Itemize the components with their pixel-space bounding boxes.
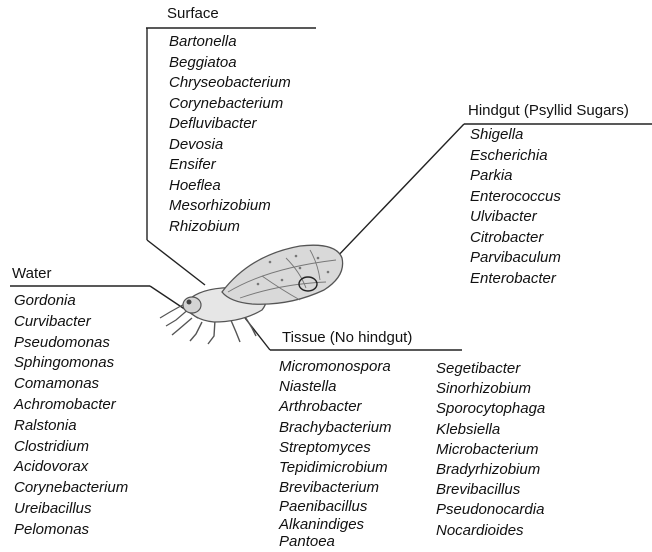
list-item: Parvibaculum — [470, 248, 561, 269]
list-item: Brevibacillus — [436, 480, 545, 500]
list-item: Citrobacter — [470, 228, 561, 249]
tissue-group: Tissue (No hindgut) Micromonospora Niast… — [282, 329, 412, 347]
list-item: Ralstonia — [14, 416, 128, 437]
list-item: Pantoea — [279, 533, 392, 551]
list-item: Micromonospora — [279, 357, 392, 377]
list-item: Achromobacter — [14, 395, 128, 416]
water-title: Water — [12, 265, 51, 283]
list-item: Corynebacterium — [14, 478, 128, 499]
list-item: Mesorhizobium — [169, 196, 291, 217]
list-item: Bartonella — [169, 32, 291, 53]
tissue-taxa-list-col1: Micromonospora Niastella Arthrobacter Br… — [279, 357, 392, 551]
list-item: Devosia — [169, 135, 291, 156]
list-item: Sinorhizobium — [436, 379, 545, 399]
list-item: Acidovorax — [14, 457, 128, 478]
list-item: Bradyrhizobium — [436, 460, 545, 480]
water-group: Water Gordonia Curvibacter Pseudomonas S… — [12, 265, 51, 283]
list-item: Ensifer — [169, 155, 291, 176]
hindgut-title: Hindgut (Psyllid Sugars) — [468, 102, 629, 120]
list-item: Sporocytophaga — [436, 399, 545, 419]
list-item: Pseudonocardia — [436, 500, 545, 520]
list-item: Arthrobacter — [279, 397, 392, 417]
list-item: Comamonas — [14, 374, 128, 395]
list-item: Alkanindiges — [279, 516, 392, 534]
list-item: Rhizobium — [169, 217, 291, 238]
list-item: Escherichia — [470, 146, 561, 167]
list-item: Clostridium — [14, 437, 128, 458]
list-item: Ureibacillus — [14, 499, 128, 520]
tissue-title: Tissue (No hindgut) — [282, 329, 412, 347]
list-item: Pseudomonas — [14, 333, 128, 354]
list-item: Parkia — [470, 166, 561, 187]
list-item: Microbacterium — [436, 440, 545, 460]
list-item: Beggiatoa — [169, 53, 291, 74]
list-item: Hoeflea — [169, 176, 291, 197]
list-item: Ulvibacter — [470, 207, 561, 228]
surface-group: Surface Bartonella Beggiatoa Chryseobact… — [167, 5, 219, 23]
list-item: Tepidimicrobium — [279, 458, 392, 478]
list-item: Segetibacter — [436, 359, 545, 379]
list-item: Streptomyces — [279, 438, 392, 458]
list-item: Niastella — [279, 377, 392, 397]
list-item: Brachybacterium — [279, 418, 392, 438]
list-item: Sphingomonas — [14, 353, 128, 374]
list-item: Enterobacter — [470, 269, 561, 290]
hindgut-taxa-list: Shigella Escherichia Parkia Enterococcus… — [470, 125, 561, 289]
list-item: Klebsiella — [436, 420, 545, 440]
list-item: Pelomonas — [14, 520, 128, 541]
list-item: Curvibacter — [14, 312, 128, 333]
list-item: Chryseobacterium — [169, 73, 291, 94]
water-taxa-list: Gordonia Curvibacter Pseudomonas Sphingo… — [14, 291, 128, 541]
list-item: Brevibacterium — [279, 478, 392, 498]
hindgut-group: Hindgut (Psyllid Sugars) Shigella Escher… — [468, 102, 629, 120]
surface-title: Surface — [167, 5, 219, 23]
surface-leader-diagonal — [147, 240, 205, 285]
list-item: Corynebacterium — [169, 94, 291, 115]
list-item: Gordonia — [14, 291, 128, 312]
tissue-taxa-list-col2: Segetibacter Sinorhizobium Sporocytophag… — [436, 359, 545, 541]
surface-taxa-list: Bartonella Beggiatoa Chryseobacterium Co… — [169, 32, 291, 237]
list-item: Shigella — [470, 125, 561, 146]
list-item: Defluvibacter — [169, 114, 291, 135]
list-item: Paenibacillus — [279, 498, 392, 516]
list-item: Nocardioides — [436, 521, 545, 541]
list-item: Enterococcus — [470, 187, 561, 208]
